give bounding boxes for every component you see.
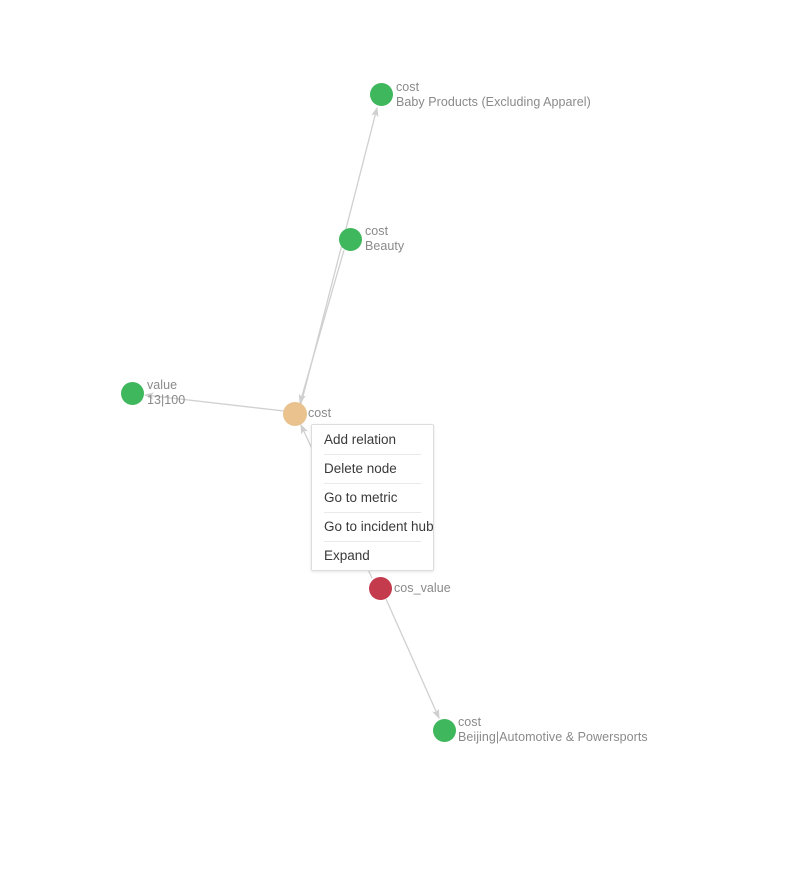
node-type-label: cos_value [394, 581, 451, 595]
menu-item-add-relation[interactable]: Add relation [312, 425, 433, 454]
menu-item-go-to-metric[interactable]: Go to metric [312, 483, 433, 512]
graph-node-baby-products[interactable] [369, 82, 393, 106]
menu-item-delete-node[interactable]: Delete node [312, 454, 433, 483]
node-name-label: Baby Products (Excluding Apparel) [396, 94, 591, 109]
graph-node-beijing-automotive[interactable] [432, 718, 456, 742]
node-type-label: cost [396, 80, 420, 94]
graph-edge [385, 598, 440, 720]
menu-item-go-to-incident-hub[interactable]: Go to incident hub [312, 512, 434, 541]
node-label-cos-value: cos_value [394, 581, 451, 596]
node-name-label: Beijing|Automotive & Powersports [458, 729, 648, 744]
menu-item-expand[interactable]: Expand [312, 541, 433, 570]
graph-edge [143, 392, 285, 412]
graph-node-beauty[interactable] [338, 227, 362, 251]
node-type-label: cost [365, 224, 389, 238]
node-type-label: cost [308, 406, 332, 420]
graph-node-cos-value[interactable] [368, 576, 392, 600]
node-type-label: cost [458, 715, 482, 729]
node-name-label: 13|100 [147, 392, 186, 407]
node-label-center-cost: cost [308, 406, 331, 421]
node-name-label: Beauty [365, 238, 405, 253]
graph-node-value-13-100[interactable] [120, 381, 144, 405]
graph-node-center-cost[interactable] [283, 402, 307, 426]
graph-edge [298, 249, 345, 405]
node-type-label: value [147, 378, 178, 392]
